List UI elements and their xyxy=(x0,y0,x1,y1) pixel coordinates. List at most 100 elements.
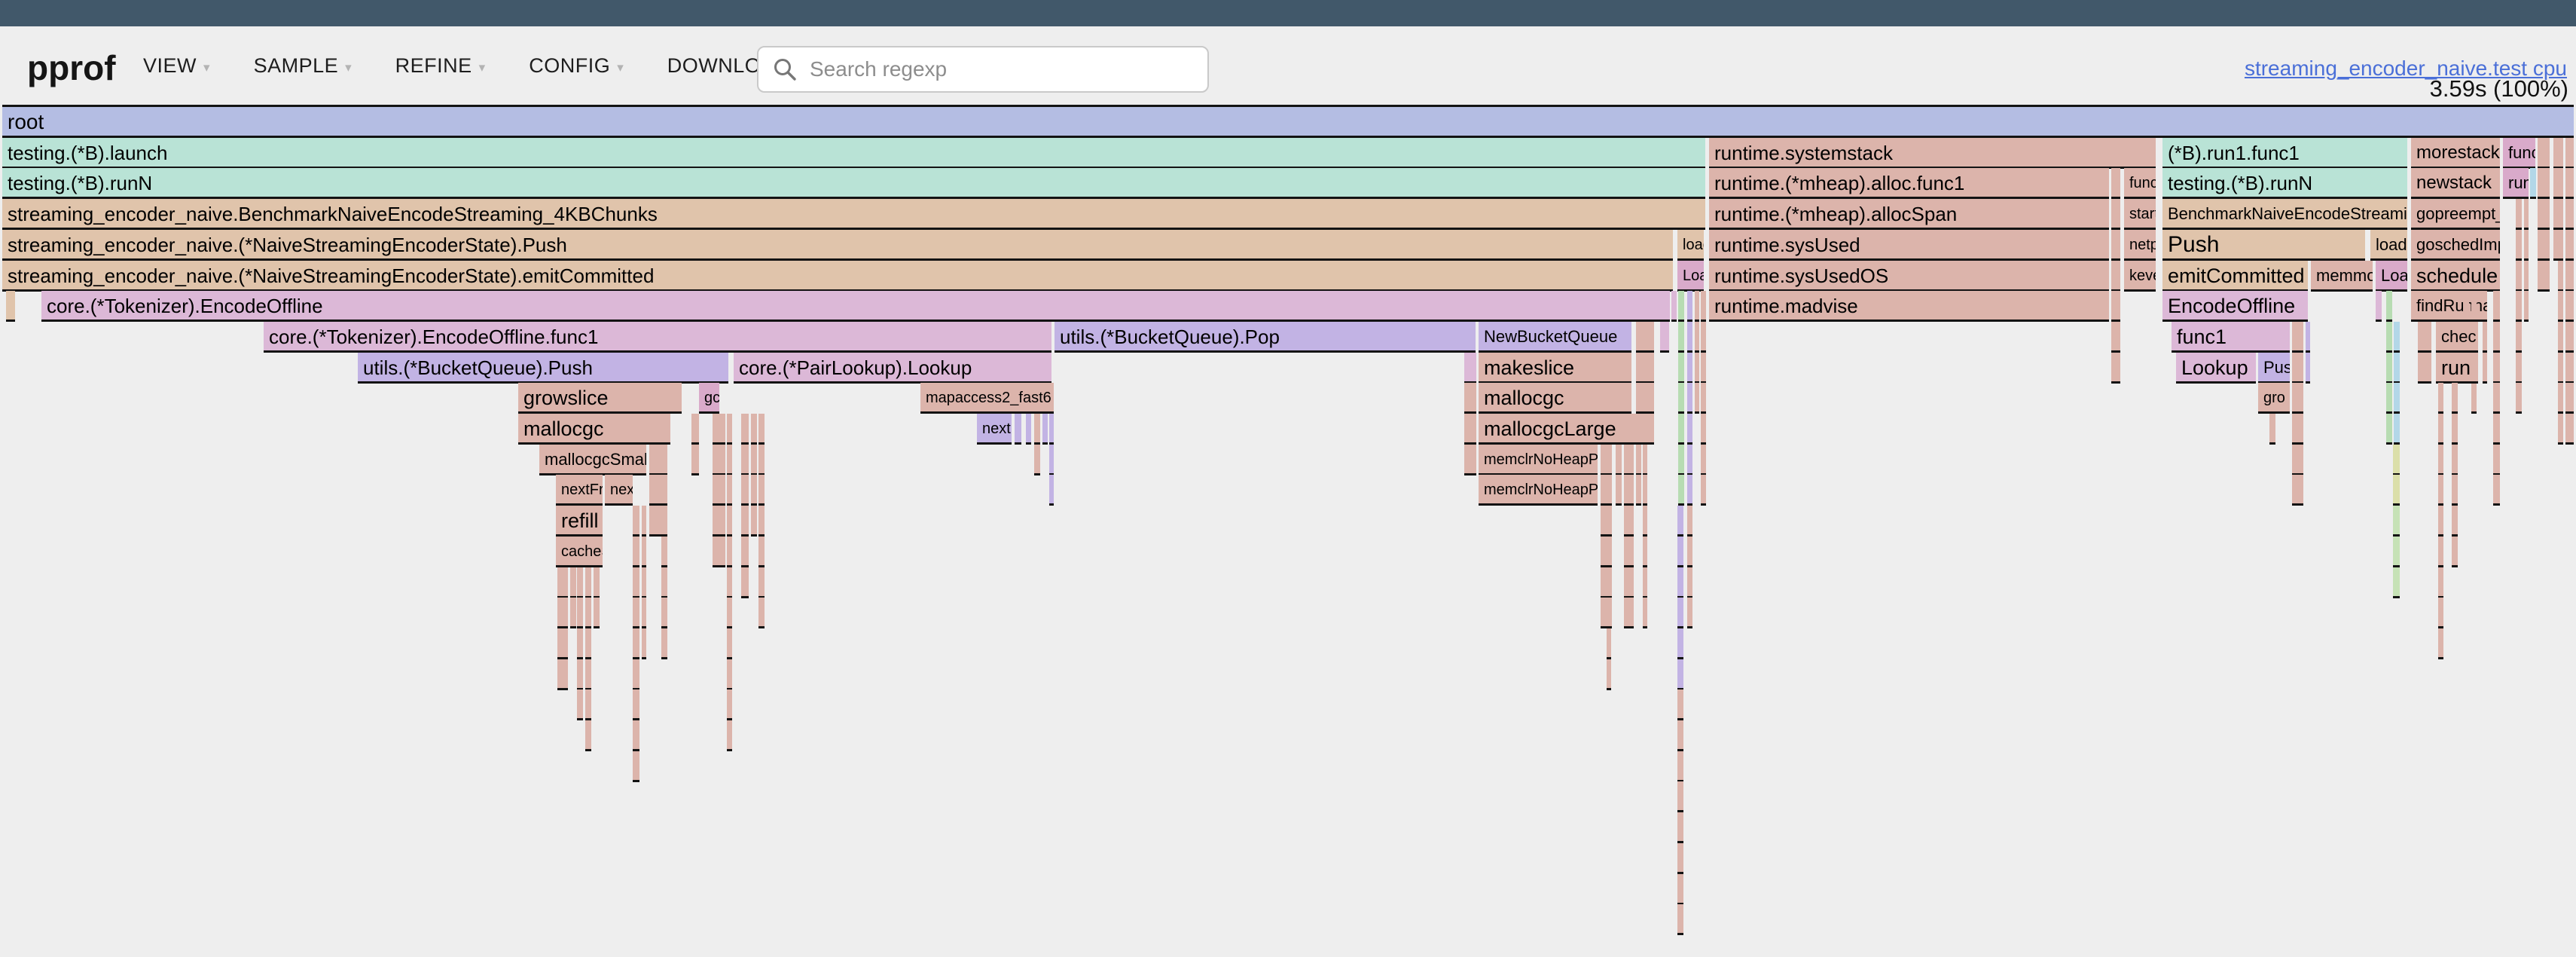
frame-gopreempt[interactable]: gopreempt_ xyxy=(2411,199,2500,231)
flame-frame[interactable] xyxy=(2292,475,2303,506)
flame-frame[interactable] xyxy=(1624,506,1634,537)
flame-frame[interactable] xyxy=(741,475,749,506)
frame-startt[interactable]: startT xyxy=(2124,199,2156,231)
flame-frame[interactable] xyxy=(713,414,725,445)
flame-frame[interactable] xyxy=(577,659,583,690)
flame-frame[interactable] xyxy=(2438,383,2443,414)
flame-frame[interactable] xyxy=(577,567,583,598)
flame-frame[interactable] xyxy=(2418,352,2431,384)
frame-root[interactable]: root xyxy=(2,107,2574,138)
frame-runtime-sysusedos[interactable]: runtime.sysUsedOS xyxy=(1709,260,2109,292)
frame-newbucketqueue[interactable]: NewBucketQueue xyxy=(1479,321,1631,353)
flame-frame[interactable] xyxy=(1687,598,1692,629)
flame-frame[interactable] xyxy=(2524,229,2529,261)
flame-frame[interactable] xyxy=(2516,229,2522,261)
frame-run[interactable]: run xyxy=(2436,352,2478,384)
flame-frame[interactable] xyxy=(2516,383,2522,414)
flame-frame[interactable] xyxy=(1701,444,1706,475)
flame-frame[interactable] xyxy=(2493,352,2500,384)
flame-frame[interactable] xyxy=(713,444,725,475)
frame-streaming-encoder-naive-benchmarknaiveencodestreaming-4kbchunks[interactable]: streaming_encoder_naive.BenchmarkNaiveEn… xyxy=(2,199,1705,231)
flame-frame[interactable] xyxy=(1616,444,1622,475)
flame-frame[interactable] xyxy=(1678,414,1684,445)
flame-frame[interactable] xyxy=(758,444,765,475)
flame-frame[interactable] xyxy=(1026,414,1031,445)
flame-frame[interactable] xyxy=(751,506,757,537)
flame-frame[interactable] xyxy=(1636,444,1641,475)
flame-frame[interactable] xyxy=(2292,321,2303,353)
flame-frame[interactable] xyxy=(1677,720,1683,751)
flame-frame[interactable] xyxy=(1636,321,1654,353)
flame-frame[interactable] xyxy=(2463,291,2469,323)
flame-frame[interactable] xyxy=(2438,475,2443,506)
flame-frame[interactable] xyxy=(1701,475,1706,506)
frame-mallocgc[interactable]: mallocgc xyxy=(1479,383,1631,414)
flame-frame[interactable] xyxy=(2483,352,2487,384)
flame-frame[interactable] xyxy=(2452,414,2458,445)
flame-frame[interactable] xyxy=(2538,199,2550,231)
flame-frame[interactable] xyxy=(1601,444,1612,475)
flame-frame[interactable] xyxy=(2438,628,2443,659)
flame-frame[interactable] xyxy=(2111,321,2120,353)
flame-frame[interactable] xyxy=(585,720,591,751)
flame-frame[interactable] xyxy=(1464,414,1476,445)
frame-caches[interactable]: cacheS xyxy=(556,536,603,567)
flame-frame[interactable] xyxy=(557,628,568,659)
flame-frame[interactable] xyxy=(1695,352,1699,384)
flame-frame[interactable] xyxy=(585,598,591,629)
frame-runtime-mheap-allocspan[interactable]: runtime.(*mheap).allocSpan xyxy=(1709,199,2109,231)
flame-frame[interactable] xyxy=(2452,383,2458,414)
flame-frame[interactable] xyxy=(661,628,667,659)
flame-frame[interactable] xyxy=(1624,444,1634,475)
flame-frame[interactable] xyxy=(1677,659,1683,690)
flame-frame[interactable] xyxy=(1643,475,1647,506)
flame-frame[interactable] xyxy=(2386,352,2392,384)
frame-streaming-encoder-naive-naivestreamingencoderstate-push[interactable]: streaming_encoder_naive.(*NaiveStreaming… xyxy=(2,229,1673,261)
flame-frame[interactable] xyxy=(741,567,749,598)
flame-frame[interactable] xyxy=(2111,291,2120,323)
flame-frame[interactable] xyxy=(633,506,639,537)
frame-encodeoffline[interactable]: EncodeOffline xyxy=(2162,291,2308,323)
flame-frame[interactable] xyxy=(2471,383,2477,414)
flame-frame[interactable] xyxy=(2386,383,2392,414)
flame-frame[interactable] xyxy=(727,475,732,506)
flame-frame[interactable] xyxy=(1464,352,1476,384)
flame-frame[interactable] xyxy=(1687,414,1692,445)
flame-frame[interactable] xyxy=(2306,352,2310,384)
flame-frame[interactable] xyxy=(661,506,667,537)
flame-frame[interactable] xyxy=(1677,536,1683,567)
frame-morestack[interactable]: morestack xyxy=(2411,137,2500,169)
flame-frame[interactable] xyxy=(1678,291,1684,323)
flame-frame[interactable] xyxy=(1660,321,1669,353)
flame-frame[interactable] xyxy=(2493,291,2500,323)
frame-lookup[interactable]: Lookup xyxy=(2176,352,2256,384)
frame-memclrnoheapp[interactable]: memclrNoHeapP xyxy=(1479,475,1598,506)
flame-frame[interactable] xyxy=(2538,260,2550,292)
flame-frame[interactable] xyxy=(1701,352,1706,384)
flame-frame[interactable] xyxy=(1677,812,1683,844)
flame-frame[interactable] xyxy=(2516,352,2522,384)
flame-frame[interactable] xyxy=(2565,168,2574,200)
flame-frame[interactable] xyxy=(1643,444,1647,475)
frame-loac[interactable]: Loac xyxy=(2376,260,2407,292)
flame-frame[interactable] xyxy=(2394,383,2400,414)
frame-newstack[interactable]: newstack xyxy=(2411,168,2500,200)
frame-pus[interactable]: Pus xyxy=(2258,352,2290,384)
flame-frame[interactable] xyxy=(758,475,765,506)
frame-refill[interactable]: refill xyxy=(556,506,603,537)
flame-frame[interactable] xyxy=(661,475,667,506)
flame-frame[interactable] xyxy=(2452,444,2458,475)
flame-frame[interactable] xyxy=(2565,414,2574,445)
flame-frame[interactable] xyxy=(2386,414,2392,445)
flame-frame[interactable] xyxy=(2452,536,2458,567)
menu-view[interactable]: VIEW▾ xyxy=(143,54,210,78)
frame-core-tokenizer-encodeoffline-func1[interactable]: core.(*Tokenizer).EncodeOffline.func1 xyxy=(264,321,1051,353)
flame-frame[interactable] xyxy=(585,628,591,659)
flame-frame[interactable] xyxy=(2524,291,2529,323)
flame-frame[interactable] xyxy=(2111,168,2120,200)
flame-frame[interactable] xyxy=(2553,137,2563,169)
flame-frame[interactable] xyxy=(2493,475,2500,506)
flame-frame[interactable] xyxy=(2292,352,2303,384)
flame-frame[interactable] xyxy=(2111,352,2120,384)
flame-frame[interactable] xyxy=(727,444,732,475)
